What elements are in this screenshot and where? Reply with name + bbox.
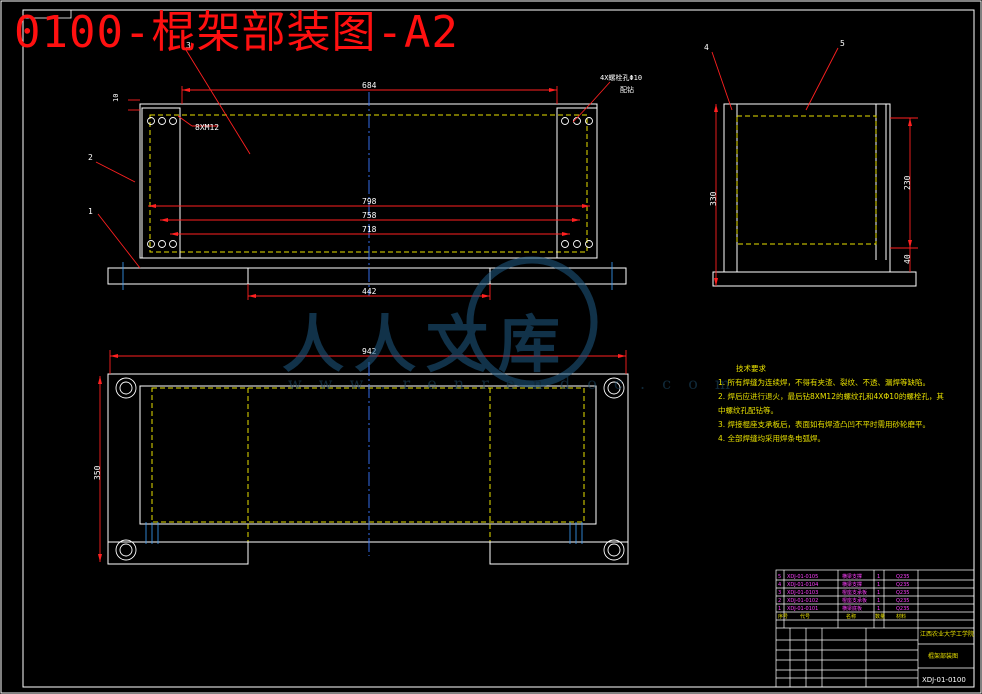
- part-no-1: 1: [778, 606, 781, 612]
- balloon-1: 1: [88, 207, 93, 216]
- part-name-2: 棍座支承板: [842, 597, 867, 604]
- part-qty-3: 1: [877, 590, 880, 596]
- side-outer-frame: [723, 103, 891, 273]
- header-name: 名称: [846, 613, 856, 620]
- dim-10: 10: [112, 94, 120, 102]
- header-code: 代号: [800, 613, 810, 620]
- part-code-3: XDJ-01-0103: [787, 590, 818, 596]
- frame-corner-box: [22, 9, 72, 19]
- top-dimension-lines: [99, 350, 627, 562]
- part-no-2: 2: [778, 598, 781, 604]
- hole-note: 4X螺栓孔Φ10: [600, 73, 642, 82]
- bolt-holes-top: [147, 117, 593, 248]
- dim-758: 758: [362, 211, 377, 220]
- top-view: [98, 350, 629, 565]
- technical-requirements: 技术要求 1. 所有焊缝为连续焊，不得有夹渣、裂纹、不透、漏焊等缺陷。 2. 焊…: [718, 362, 944, 446]
- note-item: 4. 全部焊缝均采用焊条电弧焊。: [718, 434, 826, 443]
- note-item: 1. 所有焊缝为连续焊，不得有夹渣、裂纹、不透、漏焊等缺陷。: [718, 378, 931, 387]
- dim-side-40: 40: [903, 254, 912, 264]
- school-name: 江西农业大学工学院: [920, 630, 974, 638]
- dim-798: 798: [362, 197, 377, 206]
- top-hidden-lines: [151, 387, 585, 523]
- part-qty-1: 1: [877, 606, 880, 612]
- part-no-5: 5: [778, 574, 781, 580]
- part-code-2: XDJ-01-0102: [787, 598, 818, 604]
- front-dimension-lines: [95, 49, 611, 300]
- front-view: [95, 49, 627, 300]
- front-arrowheads: [148, 88, 590, 298]
- dim-942: 942: [362, 347, 377, 356]
- part-name-4: 横梁支撑: [842, 581, 862, 588]
- dim-side-330: 330: [709, 191, 718, 206]
- part-name-5: 横梁支撑: [842, 573, 862, 580]
- part-qty-5: 1: [877, 574, 880, 580]
- part-mat-5: Q235: [896, 574, 909, 580]
- right-support-plate: [556, 107, 598, 259]
- part-code-4: XDJ-01-0104: [787, 582, 818, 588]
- part-no-3: 3: [778, 590, 781, 596]
- balloon-2: 2: [88, 153, 93, 162]
- side-hidden-lines: [736, 115, 877, 245]
- notes-heading: 技术要求: [736, 364, 766, 373]
- balloon-4: 4: [704, 43, 709, 52]
- part-mat-1: Q235: [896, 606, 909, 612]
- balloon-3: 3: [186, 41, 191, 50]
- side-view: [711, 47, 918, 287]
- corner-holes: [115, 377, 625, 561]
- watermark-logo-text: 人人文库: [282, 308, 571, 381]
- dim-442: 442: [362, 287, 377, 296]
- hole-note-2: 配钻: [620, 85, 634, 94]
- part-name-1: 横梁底板: [842, 605, 862, 612]
- part-mat-3: Q235: [896, 590, 909, 596]
- top-outer-frame: [107, 373, 629, 543]
- balloon-5: 5: [840, 39, 845, 48]
- part-mat-2: Q235: [896, 598, 909, 604]
- side-base-plate: [712, 271, 917, 287]
- watermark-url: w w w . r e n r e n d o c . c o m: [288, 374, 737, 393]
- dim-350: 350: [93, 465, 102, 480]
- part-name-3: 棍座支承板: [842, 589, 867, 596]
- header-no: 序号: [778, 613, 788, 620]
- header-mat: 材料: [896, 613, 906, 620]
- drawing-title: 0100-棍架部装图-A2: [14, 7, 459, 58]
- base-plate: [107, 267, 627, 285]
- dim-684: 684: [362, 81, 377, 90]
- header-qty: 数量: [875, 613, 885, 620]
- part-code-5: XDJ-01-0105: [787, 574, 818, 580]
- title-block: [775, 569, 975, 688]
- part-code-1: XDJ-01-0101: [787, 606, 818, 612]
- note-item: 2. 焊后应进行退火，最后钻8XM12的螺纹孔和4XΦ10的螺栓孔，其: [718, 392, 944, 401]
- part-qty-2: 1: [877, 598, 880, 604]
- dim-side-230: 230: [903, 175, 912, 190]
- drawing-frame: [22, 9, 975, 688]
- dim-718: 718: [362, 225, 377, 234]
- left-support-plate: [141, 107, 181, 259]
- watermark-ring: [466, 256, 598, 388]
- top-inner-frame: [139, 385, 597, 525]
- watermark: 人人文库 w w w . r e n r e n d o c . c o m: [282, 250, 730, 430]
- part-mat-4: Q235: [896, 582, 909, 588]
- drawing-name: 棍架部装图: [928, 652, 958, 660]
- front-hidden-lines: [149, 114, 588, 253]
- bolt-note: 8XM12: [195, 123, 219, 132]
- side-dimension-lines: [711, 47, 918, 286]
- drawing-code: XDJ-01-0100: [922, 676, 966, 684]
- part-no-4: 4: [778, 582, 781, 588]
- part-qty-4: 1: [877, 582, 880, 588]
- note-item: 3. 焊接棍座支承板后，表面如有焊渣凸凹不平时需用砂轮磨平。: [718, 420, 931, 429]
- note-item: 中螺纹孔配钻等。: [718, 406, 778, 415]
